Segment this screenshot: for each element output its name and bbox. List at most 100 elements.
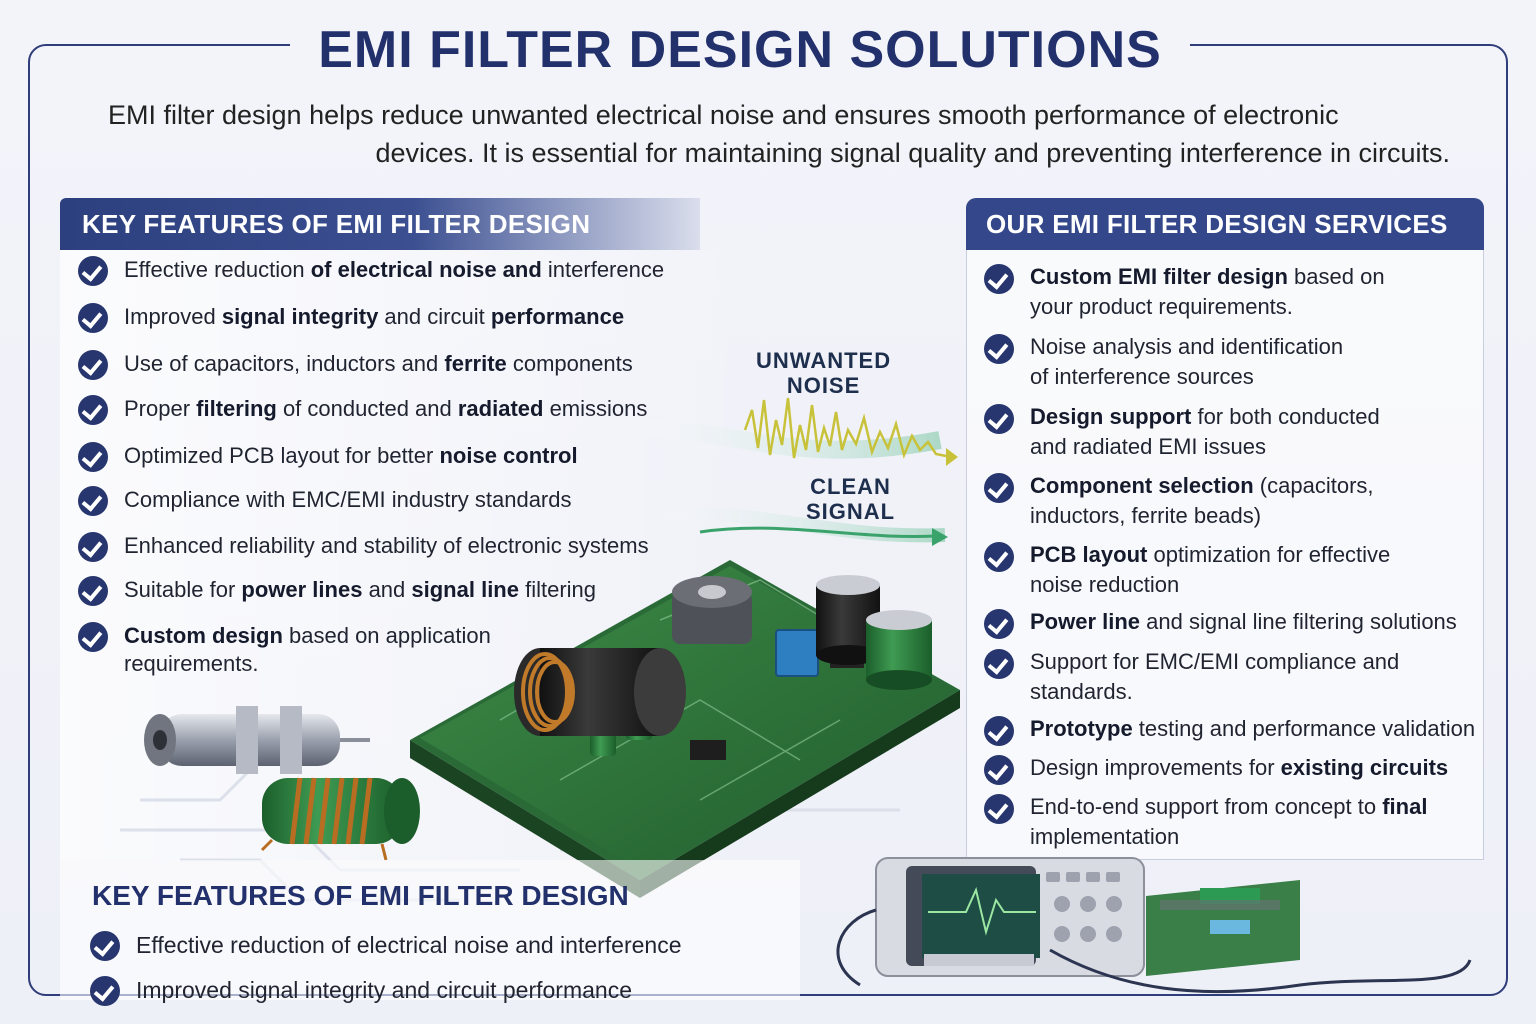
- service-text: Prototype testing and performance valida…: [1030, 714, 1475, 744]
- service-text-line-2: inductors, ferrite beads): [1030, 503, 1262, 528]
- check-icon: [984, 334, 1014, 364]
- service-text: Power line and signal line filtering sol…: [1030, 607, 1457, 637]
- feature-text-bold: radiated: [457, 396, 544, 421]
- page-title: EMI FILTER DESIGN SOLUTIONS: [318, 21, 1162, 79]
- service-text: Component selection (capacitors, inductor…: [1030, 471, 1374, 531]
- service-text-part: testing and performance validation: [1132, 716, 1476, 741]
- service-text-part: Design improvements for: [1030, 755, 1281, 780]
- service-text: Support for EMC/EMI compliance and standa…: [1030, 647, 1399, 707]
- service-text-line-2: of interference sources: [1030, 364, 1254, 389]
- check-icon: [78, 622, 108, 652]
- service-text-line-2: implementation: [1030, 824, 1180, 849]
- feature-text-part: based on application: [282, 623, 491, 648]
- services-panel: [966, 250, 1484, 860]
- feature-text-bold: signal line: [411, 577, 519, 602]
- feature-text-bold: noise and: [439, 257, 542, 282]
- check-icon: [78, 576, 108, 606]
- service-item: Power line and signal line filtering sol…: [984, 607, 1484, 639]
- green-capacitor: [866, 610, 932, 690]
- check-icon: [984, 609, 1014, 639]
- feature-text-part: filtering: [518, 577, 597, 602]
- service-text-part: and signal line filtering solutions: [1140, 609, 1457, 634]
- service-text-bold: Custom EMI filter design: [1030, 264, 1288, 289]
- clean-label-line-1: CLEAN: [810, 474, 891, 499]
- service-text-bold: Power line: [1030, 609, 1141, 634]
- service-text-line-2: standards.: [1030, 679, 1133, 704]
- service-text-part: End-to-end support from concept to: [1030, 794, 1383, 819]
- bottom-feature-item: Effective reduction of electrical noise …: [90, 930, 790, 961]
- service-item: Noise analysis and identification of inte…: [984, 332, 1484, 392]
- feature-item: Use of capacitors, inductors and ferrite…: [78, 350, 758, 380]
- feature-text-part: and circuit: [378, 304, 491, 329]
- feature-item: Suitable for power lines and signal line…: [78, 576, 758, 606]
- service-text-line-2: and radiated EMI issues: [1030, 434, 1267, 459]
- feature-text-part: Enhanced reliability and stability of el…: [124, 533, 649, 558]
- noise-label-line-1: UNWANTED: [756, 348, 892, 373]
- service-text-part: Support for EMC/EMI compliance and: [1030, 649, 1400, 674]
- feature-text-part: Proper: [124, 396, 197, 421]
- clean-signal-arrowhead: [932, 528, 948, 546]
- service-item: End-to-end support from concept to final…: [984, 792, 1484, 852]
- check-icon: [90, 976, 120, 1006]
- check-icon: [984, 542, 1014, 572]
- features-heading: KEY FEATURES OF EMI FILTER DESIGN: [60, 198, 700, 250]
- check-icon: [984, 264, 1014, 294]
- feature-text-part: emissions: [543, 396, 648, 421]
- feedthrough-filter: [144, 706, 370, 774]
- feature-item: Improved signal integrity and circuit pe…: [78, 303, 758, 333]
- service-text-part: (capacitors,: [1253, 473, 1374, 498]
- check-icon: [90, 931, 120, 961]
- feature-text: Compliance with EMC/EMI industry standar…: [124, 486, 572, 514]
- service-text-part: based on: [1287, 264, 1385, 289]
- check-icon: [984, 716, 1014, 746]
- service-text: End-to-end support from concept to final…: [1030, 792, 1427, 852]
- check-icon: [78, 395, 108, 425]
- check-icon: [78, 256, 108, 286]
- bottom-heading: KEY FEATURES OF EMI FILTER DESIGN: [92, 880, 629, 911]
- service-text-bold: Prototype: [1030, 716, 1133, 741]
- bottom-feature-text: Improved signal integrity and circuit pe…: [136, 977, 633, 1003]
- feature-text-bold: power lines: [241, 577, 363, 602]
- service-item: Support for EMC/EMI compliance and standa…: [984, 647, 1484, 707]
- feature-item: Optimized PCB layout for better noise co…: [78, 442, 758, 472]
- service-text-part: optimization for effective: [1147, 542, 1391, 567]
- bottom-feature-item: Improved signal integrity and circuit pe…: [90, 975, 790, 1006]
- feature-text-part: interference: [541, 257, 665, 282]
- feature-text-part: Optimized PCB layout for better: [124, 443, 440, 468]
- feature-text-bold: filtering: [196, 396, 277, 421]
- service-text-bold: Component selection: [1030, 473, 1254, 498]
- intro-line-2: devices. It is essential for maintaining…: [375, 138, 1450, 168]
- intro-paragraph: EMI filter design helps reduce unwanted …: [80, 96, 1450, 172]
- noise-arrowhead: [946, 448, 958, 466]
- noise-label: UNWANTED NOISE: [756, 348, 891, 398]
- feature-text: Proper filtering of conducted and radiat…: [124, 395, 647, 423]
- check-icon: [78, 486, 108, 516]
- feature-text-bold: of electrical: [310, 257, 433, 282]
- test-circuit-board: [1146, 880, 1300, 976]
- oscilloscope: [875, 857, 1145, 977]
- service-text-line-2: noise reduction: [1030, 572, 1180, 597]
- feature-text-part: Compliance with EMC/EMI industry standar…: [124, 487, 572, 512]
- service-text-bold: Design support: [1030, 404, 1192, 429]
- feature-text-line-2: requirements.: [124, 651, 259, 676]
- feature-item: Effective reduction of electrical noise …: [78, 256, 758, 286]
- feature-text: Enhanced reliability and stability of el…: [124, 532, 649, 560]
- feature-text: Suitable for power lines and signal line…: [124, 576, 596, 604]
- service-text: Design improvements for existing circuit…: [1030, 753, 1448, 783]
- noise-label-line-2: NOISE: [786, 373, 861, 398]
- service-item: Component selection (capacitors, inductor…: [984, 471, 1484, 531]
- clean-signal-label: CLEAN SIGNAL: [806, 474, 895, 524]
- feature-text-bold: performance: [490, 304, 625, 329]
- feature-text-part: and: [362, 577, 412, 602]
- feature-text: Effective reduction of electrical noise …: [124, 256, 664, 284]
- service-item: Design improvements for existing circuit…: [984, 753, 1484, 785]
- service-text-part: Noise analysis and identification: [1030, 334, 1344, 359]
- feature-item: Enhanced reliability and stability of el…: [78, 532, 758, 562]
- service-text-bold: final: [1382, 794, 1428, 819]
- feature-text: Use of capacitors, inductors and ferrite…: [124, 350, 633, 378]
- clean-label-line-2: SIGNAL: [806, 499, 896, 524]
